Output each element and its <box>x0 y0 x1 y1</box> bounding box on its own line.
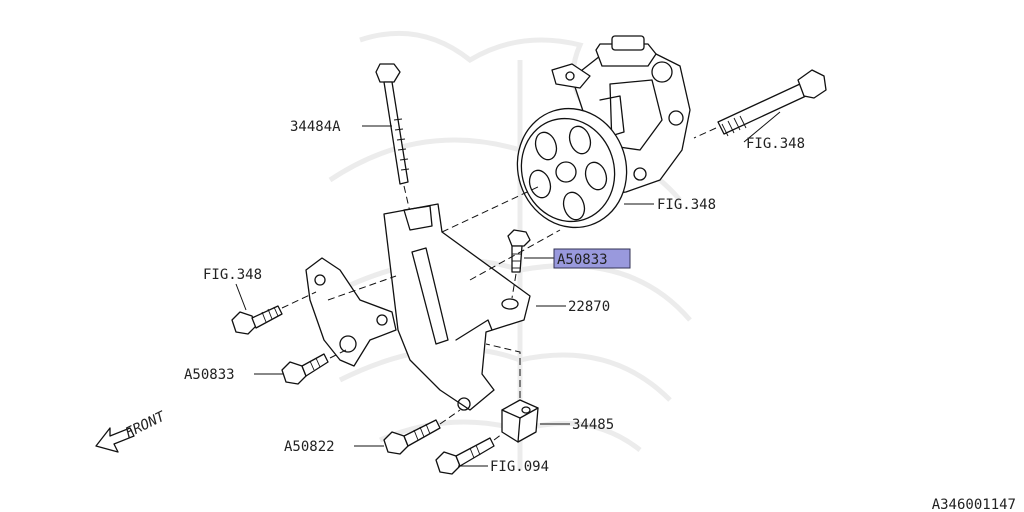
bracket-22870 <box>383 203 531 411</box>
bolt-a50833-lower <box>281 349 347 385</box>
alignment-lines <box>327 185 561 301</box>
label-highlight-box <box>553 248 631 269</box>
front-label: FRONT <box>123 408 169 442</box>
long-pump-bolt <box>693 69 827 139</box>
diagram-reference-code: A346001147 <box>932 497 1016 512</box>
leader-lines <box>235 111 781 467</box>
label-34485[interactable]: 34485 <box>572 417 614 433</box>
front-arrow-icon <box>95 427 135 453</box>
bracket-plate-left <box>305 257 397 367</box>
power-steering-pump <box>516 35 691 229</box>
bolt-a50833-top <box>507 229 531 299</box>
label-fig094[interactable]: FIG.094 <box>490 459 549 475</box>
label-a50833[interactable]: A50833 <box>184 367 235 383</box>
front-direction-indicator: FRONT <box>95 408 169 453</box>
bolt-fig094 <box>435 433 503 475</box>
bolt-a50822 <box>383 409 461 455</box>
bolt-34484a <box>375 63 411 213</box>
label-fig348-bracket[interactable]: FIG.348 <box>203 267 262 283</box>
label-fig348-pump[interactable]: FIG.348 <box>657 197 716 213</box>
label-a50833-highlighted[interactable]: A50833 <box>557 252 608 268</box>
collar-34485 <box>485 343 539 443</box>
label-22870[interactable]: 22870 <box>568 299 610 315</box>
label-a50822[interactable]: A50822 <box>284 439 335 455</box>
bolt-fig348-left <box>231 291 317 335</box>
label-34484a[interactable]: 34484A <box>290 119 341 135</box>
label-fig348-pump-bolt[interactable]: FIG.348 <box>746 136 805 152</box>
